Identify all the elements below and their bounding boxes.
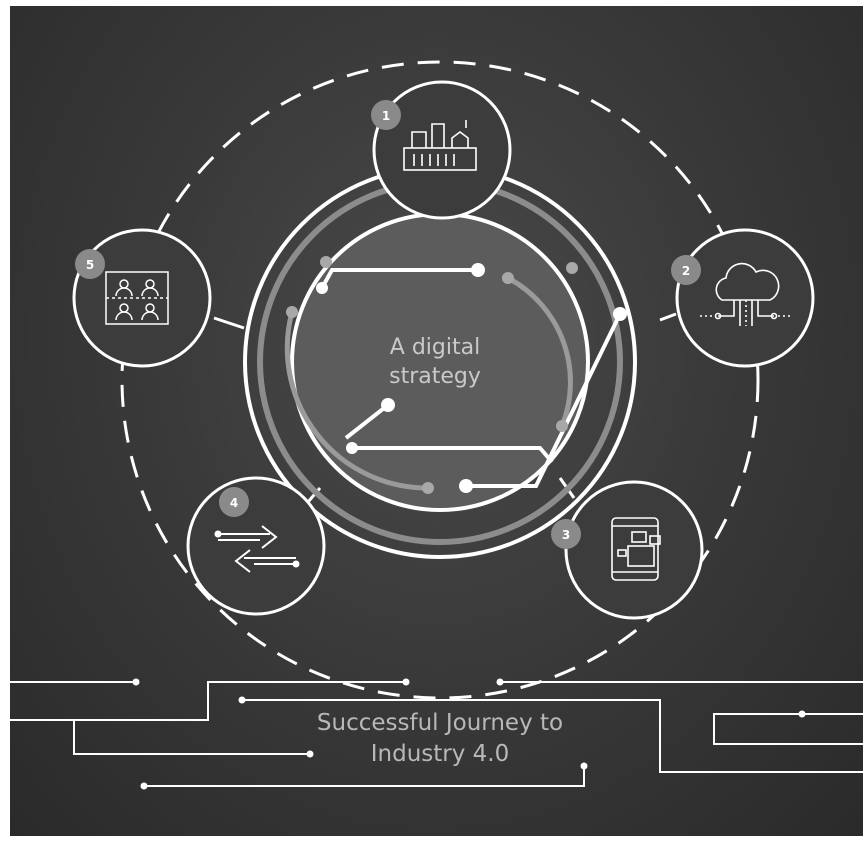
exchange-arrows-icon bbox=[214, 525, 300, 573]
badge-3 bbox=[551, 519, 581, 549]
footer-title: Successful Journey to Industry 4.0 bbox=[250, 708, 630, 770]
factory-icon bbox=[403, 120, 477, 171]
node-1: 1 bbox=[371, 80, 512, 220]
badge-3-number: 3 bbox=[562, 528, 570, 542]
bottom-circuit-lines bbox=[10, 681, 863, 787]
badge-5 bbox=[75, 249, 105, 279]
footer-title-line-2: Industry 4.0 bbox=[370, 741, 510, 767]
bottom-circuit-dots bbox=[132, 678, 806, 790]
center-title: A digital strategy bbox=[340, 333, 530, 391]
footer-title-line-1: Successful Journey to bbox=[316, 710, 564, 736]
badge-4 bbox=[219, 487, 249, 517]
dashed-orbit bbox=[120, 60, 760, 700]
badge-4-number: 4 bbox=[230, 496, 238, 510]
badge-2 bbox=[671, 255, 701, 285]
badge-5-number: 5 bbox=[86, 258, 94, 272]
mobile-device-icon bbox=[611, 517, 661, 581]
center-title-line-2: strategy bbox=[389, 364, 481, 389]
badge-2-number: 2 bbox=[682, 264, 690, 278]
node-4: 4 bbox=[186, 476, 326, 616]
cloud-network-icon bbox=[700, 262, 792, 326]
center-title-line-1: A digital bbox=[389, 335, 481, 360]
badge-1-number: 1 bbox=[382, 109, 390, 123]
badge-1 bbox=[371, 100, 401, 130]
node-2: 2 bbox=[671, 228, 815, 368]
node-3: 3 bbox=[551, 480, 704, 620]
team-network-icon bbox=[105, 271, 169, 325]
node-5: 5 bbox=[72, 228, 212, 368]
